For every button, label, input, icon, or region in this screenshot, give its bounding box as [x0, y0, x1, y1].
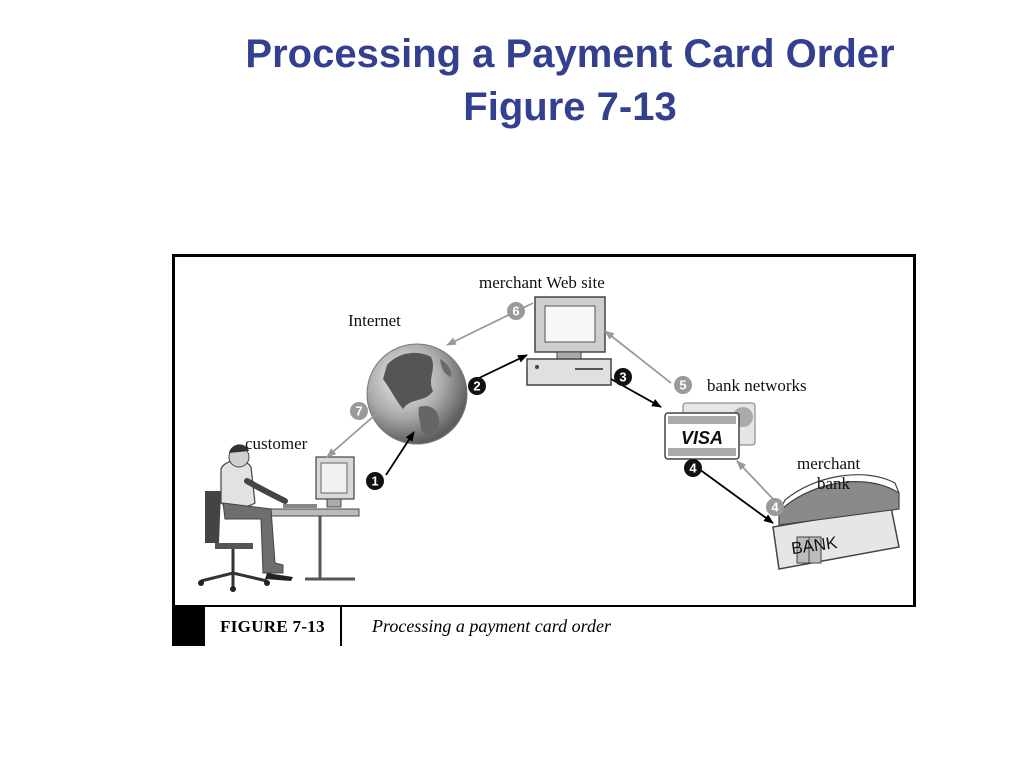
merchant-bank-label-line2: bank	[817, 474, 851, 493]
merchant-web-site-label: merchant Web site	[479, 273, 605, 292]
customer-at-computer-icon	[198, 444, 360, 592]
internet-globe-icon	[366, 343, 468, 445]
payment-diagram: Internet merchant Web site VISA bank net…	[172, 254, 916, 646]
slide-title: Processing a Payment Card Order	[245, 32, 895, 76]
step-badge-2: 2	[468, 377, 486, 395]
bank-networks-label: bank networks	[707, 376, 807, 395]
step-badge-4-black: 4	[684, 459, 702, 477]
step-badge-4-gray: 4	[766, 498, 784, 516]
step-badge-7: 7	[350, 402, 368, 420]
svg-text:4: 4	[689, 461, 697, 476]
step-badge-3: 3	[614, 368, 632, 386]
svg-text:7: 7	[355, 404, 362, 419]
step-badge-5: 5	[674, 376, 692, 394]
slide-subtitle: Figure 7-13	[463, 85, 677, 129]
svg-text:6: 6	[512, 304, 519, 319]
step-badge-1: 1	[366, 472, 384, 490]
merchant-bank-label-line1: merchant	[797, 454, 861, 473]
svg-text:2: 2	[473, 379, 480, 394]
arrow-step-5	[604, 330, 672, 384]
caption-black-block	[172, 607, 205, 646]
svg-text:3: 3	[619, 370, 626, 385]
step-badge-6: 6	[507, 302, 525, 320]
arrow-step-4-return	[736, 460, 774, 500]
internet-label: Internet	[348, 311, 401, 330]
arrow-step-1	[385, 431, 415, 476]
figure-caption-bar: FIGURE 7-13 Processing a payment card or…	[172, 605, 916, 646]
arrow-step-7	[326, 414, 376, 458]
merchant-bank-icon: BANK	[772, 474, 900, 570]
merchant-server-icon	[526, 296, 612, 386]
svg-text:1: 1	[371, 474, 378, 489]
figure-caption-label: FIGURE 7-13	[205, 607, 342, 646]
arrow-step-2	[476, 354, 528, 380]
visa-card-brand: VISA	[681, 428, 723, 448]
figure-caption-text: Processing a payment card order	[372, 616, 611, 636]
svg-text:4: 4	[771, 500, 779, 515]
customer-label: customer	[245, 434, 308, 453]
arrow-step-4-to-bank	[698, 468, 774, 524]
visa-card-icon: VISA	[664, 402, 756, 460]
svg-text:5: 5	[679, 378, 686, 393]
diagram-canvas: Internet merchant Web site VISA bank net…	[198, 273, 900, 592]
